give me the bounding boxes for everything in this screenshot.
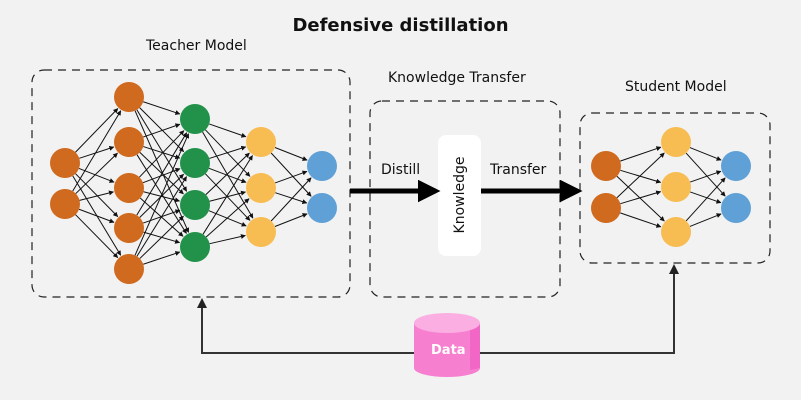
teacher-edge <box>202 155 253 235</box>
student-nodes <box>591 127 751 247</box>
teacher-model-box <box>31 69 351 298</box>
teacher-edge <box>139 130 185 178</box>
teacher-neuron <box>307 193 337 223</box>
teacher-edge <box>275 192 308 204</box>
teacher-neuron <box>114 254 144 284</box>
teacher-neuron <box>246 173 276 203</box>
student-edge <box>620 146 662 162</box>
teacher-neuron <box>50 148 80 178</box>
student-edge <box>689 170 722 183</box>
student-edge <box>689 191 722 204</box>
teacher-edge <box>75 214 119 258</box>
teacher-edge <box>78 208 115 224</box>
teacher-neuron <box>114 127 144 157</box>
teacher-model-label: Teacher Model <box>146 38 247 54</box>
teacher-edge <box>209 145 247 159</box>
teacher-edge <box>75 173 119 217</box>
teacher-neuron <box>307 151 337 181</box>
teacher-edge <box>78 167 115 183</box>
student-neuron <box>591 193 621 223</box>
distill-label: Distill <box>381 162 421 178</box>
diagram-title: Defensive distillation <box>292 15 509 36</box>
teacher-edge <box>205 198 250 238</box>
student-neuron <box>661 127 691 157</box>
student-neuron <box>661 217 691 247</box>
teacher-edge <box>209 190 246 202</box>
teacher-edge <box>136 176 187 257</box>
teacher-edge <box>209 123 247 138</box>
data-to-student-connector <box>480 264 679 354</box>
teacher-edge <box>139 215 184 259</box>
student-edge <box>685 152 726 197</box>
teacher-edge <box>143 146 181 160</box>
student-neuron <box>591 151 621 181</box>
student-edge <box>689 147 722 161</box>
teacher-edge <box>75 152 118 194</box>
teacher-edge <box>136 109 188 192</box>
teacher-neuron <box>180 190 210 220</box>
teacher-edge <box>270 177 312 222</box>
student-neuron <box>721 193 751 223</box>
teacher-edge <box>79 146 115 159</box>
teacher-edge <box>274 147 308 161</box>
student-model-label: Student Model <box>625 79 727 95</box>
teacher-edge <box>143 101 181 115</box>
data-to-teacher-connector <box>197 298 414 354</box>
knowledge-card <box>438 135 481 256</box>
teacher-neuron <box>246 217 276 247</box>
teacher-neuron <box>246 127 276 157</box>
student-neuron <box>721 151 751 181</box>
teacher-edge <box>274 170 308 184</box>
teacher-nodes <box>50 82 337 284</box>
teacher-edge <box>75 108 119 153</box>
teacher-edge <box>209 234 246 245</box>
data-store-icon <box>414 313 480 377</box>
student-edge <box>616 175 665 222</box>
student-edge <box>685 177 726 222</box>
data-label: Data <box>431 343 466 358</box>
teacher-edge <box>72 110 122 192</box>
teacher-neuron <box>180 148 210 178</box>
teacher-neuron <box>114 82 144 112</box>
teacher-edge <box>274 213 308 227</box>
teacher-edge <box>136 132 188 216</box>
teacher-neuron <box>50 189 80 219</box>
teacher-edge <box>205 173 251 221</box>
student-edge <box>620 212 662 228</box>
student-edge <box>616 152 665 199</box>
teacher-edge <box>208 167 247 184</box>
teacher-edge <box>205 152 250 196</box>
teacher-edge <box>270 152 312 197</box>
student-edge <box>620 190 662 205</box>
student-edges <box>616 146 726 228</box>
transfer-label: Transfer <box>490 162 547 178</box>
student-edge <box>689 213 722 227</box>
teacher-edge <box>143 123 181 138</box>
teacher-neuron <box>180 232 210 262</box>
teacher-neuron <box>114 173 144 203</box>
teacher-edge <box>139 107 185 153</box>
teacher-edge <box>79 190 114 201</box>
teacher-edge <box>134 133 190 256</box>
teacher-edges <box>72 101 312 265</box>
knowledge-label: Knowledge <box>451 156 468 234</box>
teacher-neuron <box>180 104 210 134</box>
teacher-edge <box>205 129 251 177</box>
teacher-neuron <box>114 213 144 243</box>
knowledge-transfer-label: Knowledge Transfer <box>388 70 526 86</box>
teacher-edge <box>143 251 181 265</box>
student-neuron <box>661 172 691 202</box>
student-edge <box>620 169 662 184</box>
teacher-edge <box>142 167 181 184</box>
